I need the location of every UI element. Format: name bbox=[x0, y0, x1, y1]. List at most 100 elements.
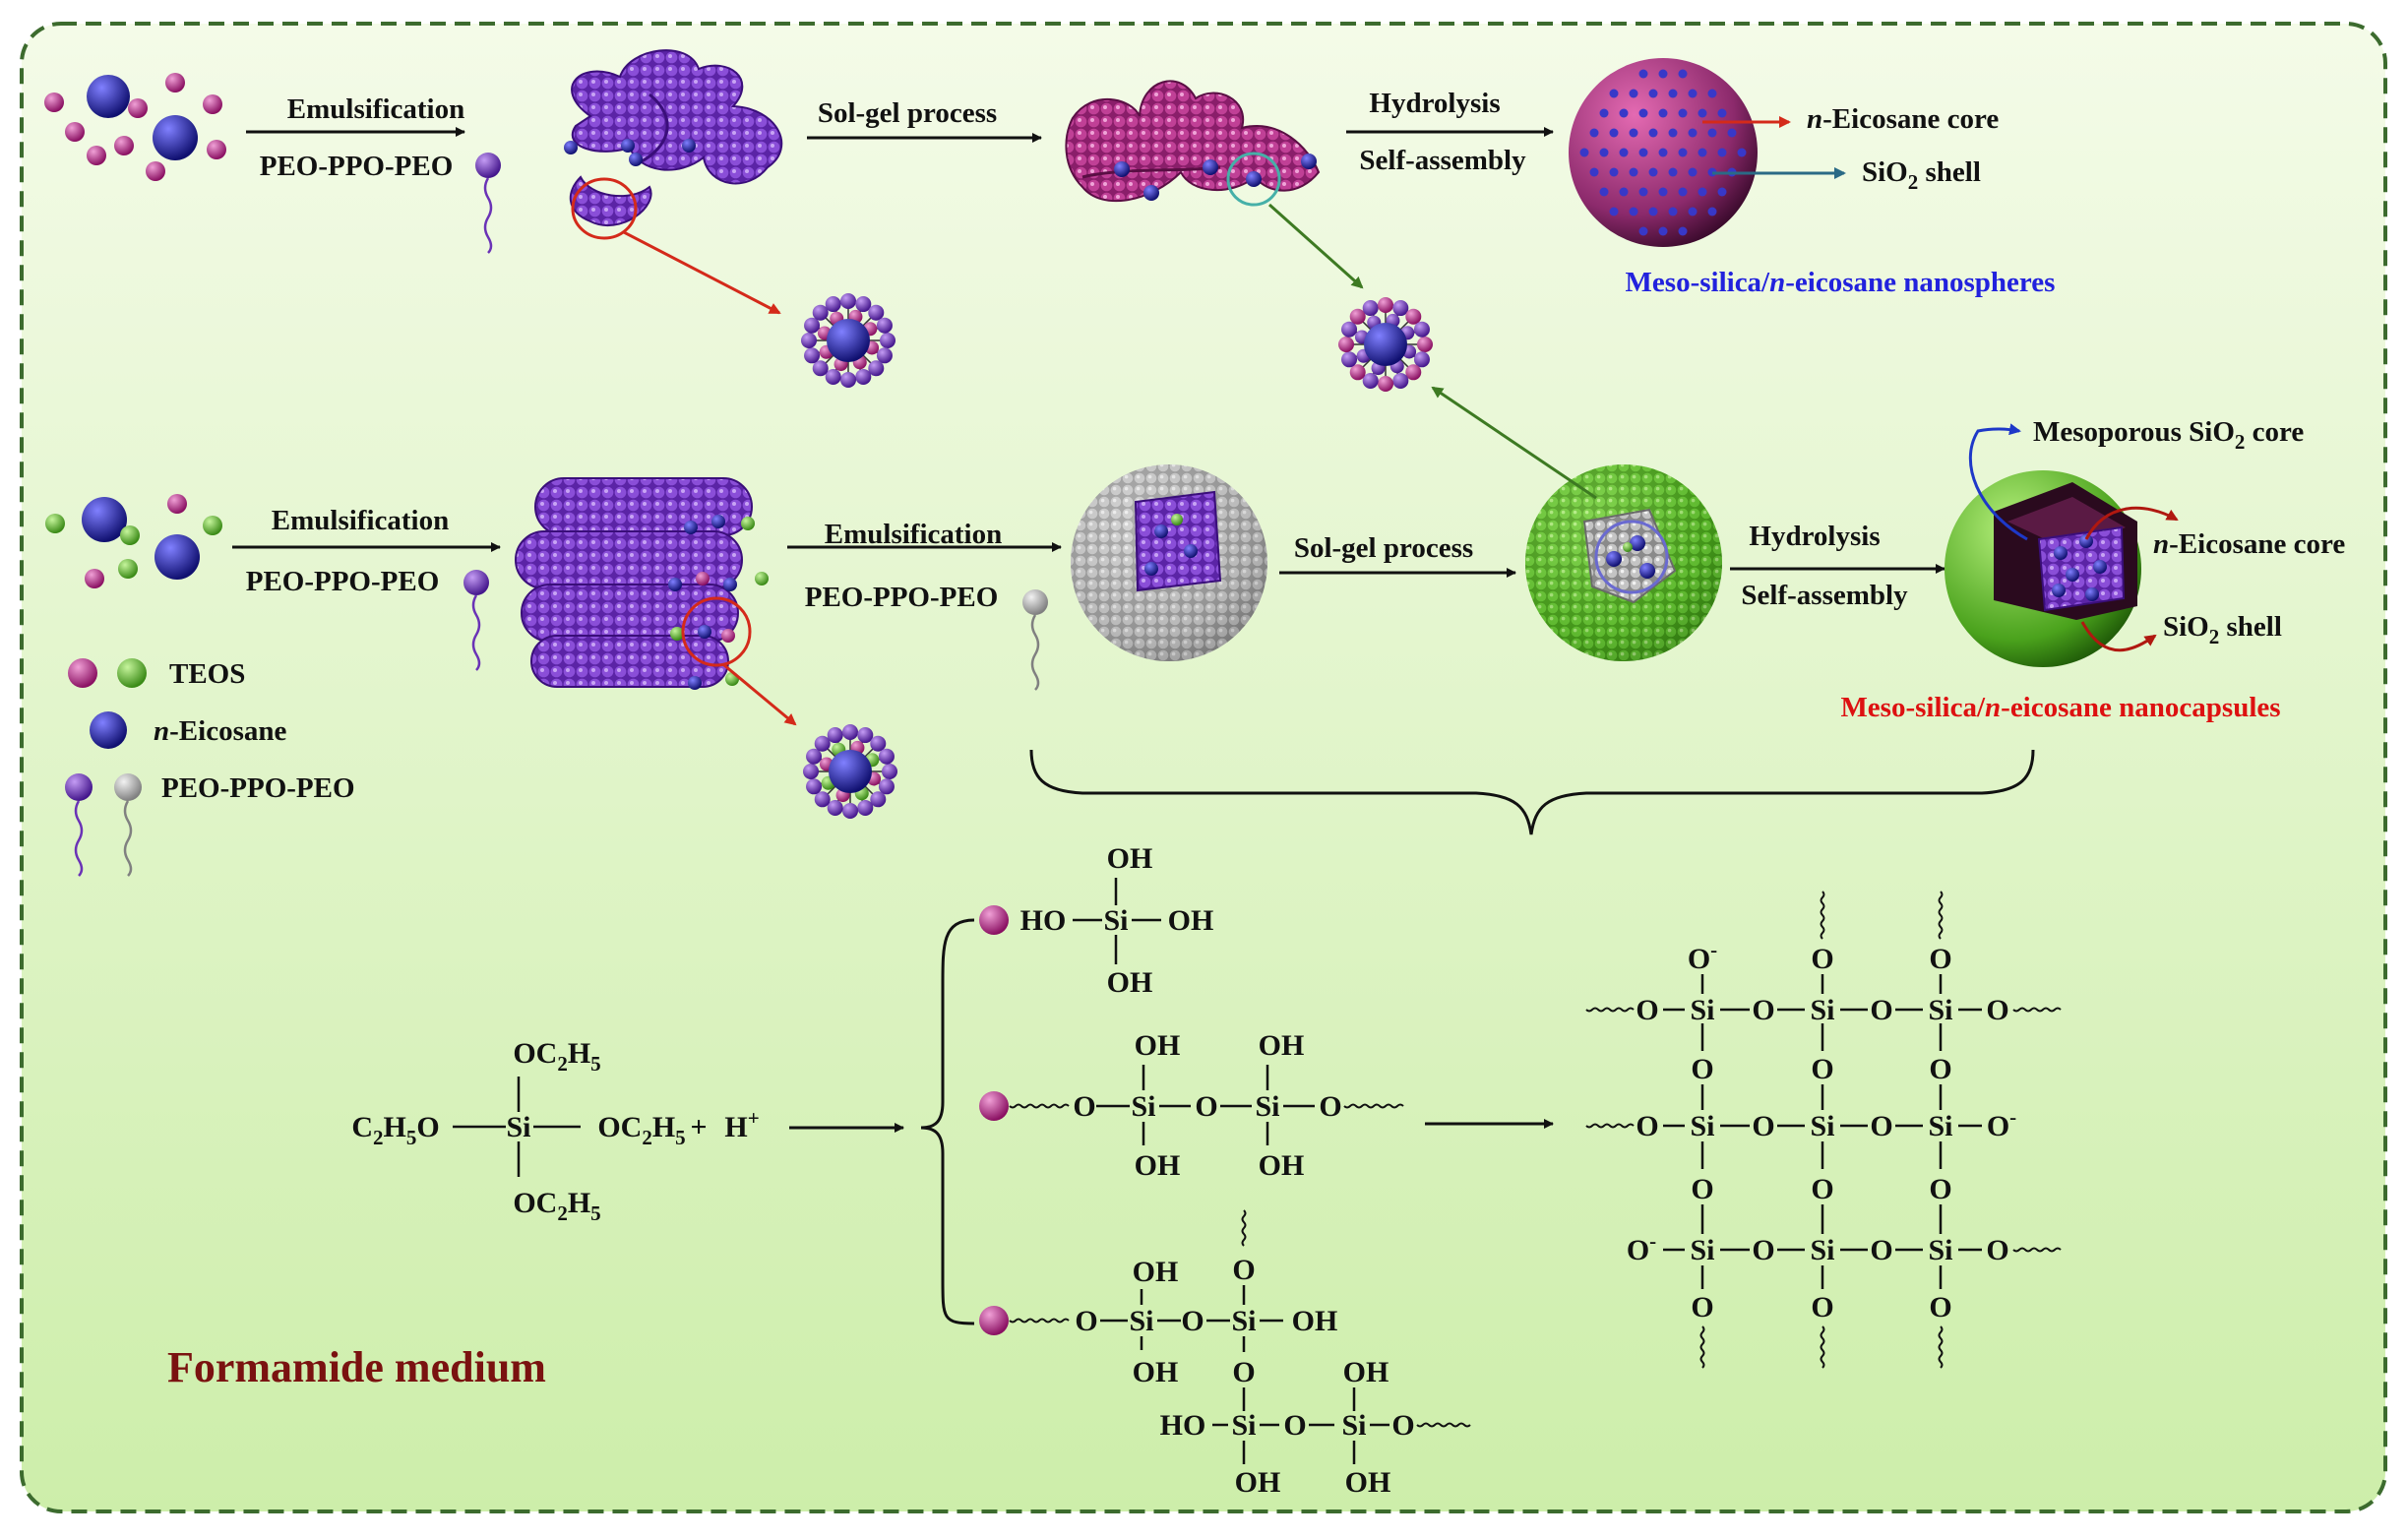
svg-text:Si: Si bbox=[1129, 1305, 1153, 1337]
svg-text:OH: OH bbox=[1343, 1356, 1389, 1388]
svg-text:O: O bbox=[1691, 1053, 1713, 1085]
surfactant-gray-icon bbox=[114, 773, 142, 801]
row2-zoom-arrow-2 bbox=[1431, 386, 1597, 500]
svg-text:Si: Si bbox=[1231, 1305, 1256, 1337]
svg-text:O-: O- bbox=[1987, 1105, 2016, 1142]
svg-text:Si: Si bbox=[1103, 904, 1128, 937]
svg-text:O: O bbox=[1929, 1291, 1951, 1324]
row2-micelle-cross-section bbox=[803, 724, 897, 819]
row1-solgel-arrow: Sol-gel process bbox=[807, 97, 1042, 143]
svg-text:O: O bbox=[1075, 1305, 1097, 1337]
svg-text:Si: Si bbox=[1231, 1409, 1256, 1442]
svg-text:Si: Si bbox=[1690, 994, 1714, 1026]
row1-reactant-cluster bbox=[44, 73, 226, 181]
svg-text:O: O bbox=[1232, 1254, 1255, 1286]
svg-text:OH: OH bbox=[1345, 1466, 1391, 1499]
svg-text:O: O bbox=[1181, 1305, 1204, 1337]
svg-text:O: O bbox=[1232, 1356, 1255, 1388]
svg-text:Si: Si bbox=[1928, 1110, 1952, 1142]
legend-teos-label: TEOS bbox=[169, 658, 245, 690]
svg-text:O: O bbox=[1811, 1173, 1833, 1205]
svg-text:O: O bbox=[1319, 1090, 1341, 1123]
svg-text:O: O bbox=[1929, 1053, 1951, 1085]
svg-text:OH: OH bbox=[1259, 1029, 1305, 1062]
svg-text:Si: Si bbox=[1341, 1409, 1366, 1442]
svg-text:O: O bbox=[1929, 943, 1951, 975]
teos-green-icon bbox=[117, 658, 147, 688]
row2-step4-bottom-label: Self-assembly bbox=[1741, 580, 1908, 611]
row1-zoom-arrow bbox=[623, 230, 781, 315]
svg-text:OH: OH bbox=[1135, 1149, 1181, 1182]
svg-text:Si: Si bbox=[1810, 994, 1834, 1026]
gray-coated-droplet bbox=[1071, 464, 1267, 661]
eicosane-icon bbox=[90, 711, 127, 749]
legend-eicosane-label: n-Eicosane bbox=[154, 715, 286, 747]
panel-background bbox=[20, 22, 2387, 1513]
green-coated-droplet bbox=[1525, 464, 1722, 661]
row1-step2-label: Sol-gel process bbox=[818, 97, 997, 129]
svg-text:O: O bbox=[1195, 1090, 1217, 1123]
svg-text:O: O bbox=[1986, 1234, 2008, 1266]
svg-text:O-: O- bbox=[1688, 938, 1717, 975]
svg-text:Si: Si bbox=[1255, 1090, 1279, 1123]
svg-text:OH: OH bbox=[1133, 1256, 1179, 1288]
row2-zoom-arrow bbox=[723, 663, 797, 726]
row2-solgel-arrow: Sol-gel process bbox=[1279, 532, 1516, 578]
svg-text:Si: Si bbox=[1690, 1110, 1714, 1142]
svg-text:OC2H5: OC2H5 bbox=[597, 1111, 685, 1149]
svg-text:O: O bbox=[1870, 1234, 1892, 1266]
svg-text:O: O bbox=[1283, 1409, 1306, 1442]
row2-mesoporous-label: Mesoporous SiO2 core bbox=[2033, 416, 2304, 454]
svg-text:OH: OH bbox=[1168, 904, 1214, 937]
svg-text:Si: Si bbox=[1690, 1234, 1714, 1266]
svg-text:O: O bbox=[1752, 994, 1774, 1026]
svg-text:OC2H5: OC2H5 bbox=[513, 1187, 600, 1225]
svg-text:Si: Si bbox=[1928, 994, 1952, 1026]
svg-text:OH: OH bbox=[1292, 1305, 1338, 1337]
curly-brace bbox=[1029, 749, 2035, 835]
row1-step1-top-label: Emulsification bbox=[287, 93, 464, 125]
nanosphere bbox=[1569, 58, 1758, 247]
svg-text:OH: OH bbox=[1135, 1029, 1181, 1062]
row2-reactant-cluster bbox=[45, 494, 222, 588]
row2-step1-bottom-label: PEO-PPO-PEO bbox=[246, 566, 440, 597]
svg-text:O: O bbox=[1929, 1173, 1951, 1205]
svg-text:HO: HO bbox=[1160, 1409, 1206, 1442]
row1-shell-label: SiO2 shell bbox=[1862, 156, 1981, 194]
svg-text:Si: Si bbox=[1928, 1234, 1952, 1266]
legend: TEOS n-Eicosane PEO-PPO-PEO bbox=[65, 658, 355, 877]
row2-core-label: n-Eicosane core bbox=[2153, 528, 2345, 560]
row1-silica-coated-worms bbox=[1065, 80, 1321, 207]
row1-step3-top-label: Hydrolysis bbox=[1369, 88, 1500, 119]
row1-step1-bottom-label: PEO-PPO-PEO bbox=[260, 151, 454, 182]
svg-text:OH: OH bbox=[1107, 842, 1153, 875]
svg-text:O: O bbox=[1811, 943, 1833, 975]
surfactant-head-icon bbox=[475, 153, 501, 178]
surfactant-purple-icon bbox=[65, 773, 93, 801]
row1-step3-bottom-label: Self-assembly bbox=[1359, 145, 1526, 176]
row2-step3-label: Sol-gel process bbox=[1294, 532, 1473, 564]
svg-text:+: + bbox=[690, 1111, 707, 1143]
row1-worm-micelles bbox=[564, 49, 783, 240]
row2-step2-top-label: Emulsification bbox=[825, 519, 1002, 550]
svg-text:O: O bbox=[1752, 1110, 1774, 1142]
svg-text:OH: OH bbox=[1235, 1466, 1281, 1499]
svg-text:O: O bbox=[1636, 1110, 1658, 1142]
svg-text:O: O bbox=[1391, 1409, 1414, 1442]
row2-shell-pointer-arrow bbox=[2080, 621, 2157, 652]
svg-text:OH: OH bbox=[1107, 966, 1153, 999]
row1-micelle-cross-section bbox=[801, 293, 895, 388]
svg-text:O: O bbox=[1752, 1234, 1774, 1266]
svg-text:Si: Si bbox=[1131, 1090, 1155, 1123]
svg-text:OH: OH bbox=[1259, 1149, 1305, 1182]
row2-emulsification-arrow: Emulsification PEO-PPO-PEO bbox=[232, 505, 501, 671]
svg-text:C2H5O: C2H5O bbox=[351, 1111, 439, 1149]
svg-text:O: O bbox=[1811, 1053, 1833, 1085]
teos-magenta-icon bbox=[68, 658, 97, 688]
svg-text:OH: OH bbox=[1133, 1356, 1179, 1388]
svg-text:O: O bbox=[1986, 994, 2008, 1026]
svg-text:O: O bbox=[1691, 1173, 1713, 1205]
nanocapsules-caption: Meso-silica/n-eicosane nanocapsules bbox=[1840, 692, 2280, 723]
row2-step2-bottom-label: PEO-PPO-PEO bbox=[805, 582, 999, 613]
